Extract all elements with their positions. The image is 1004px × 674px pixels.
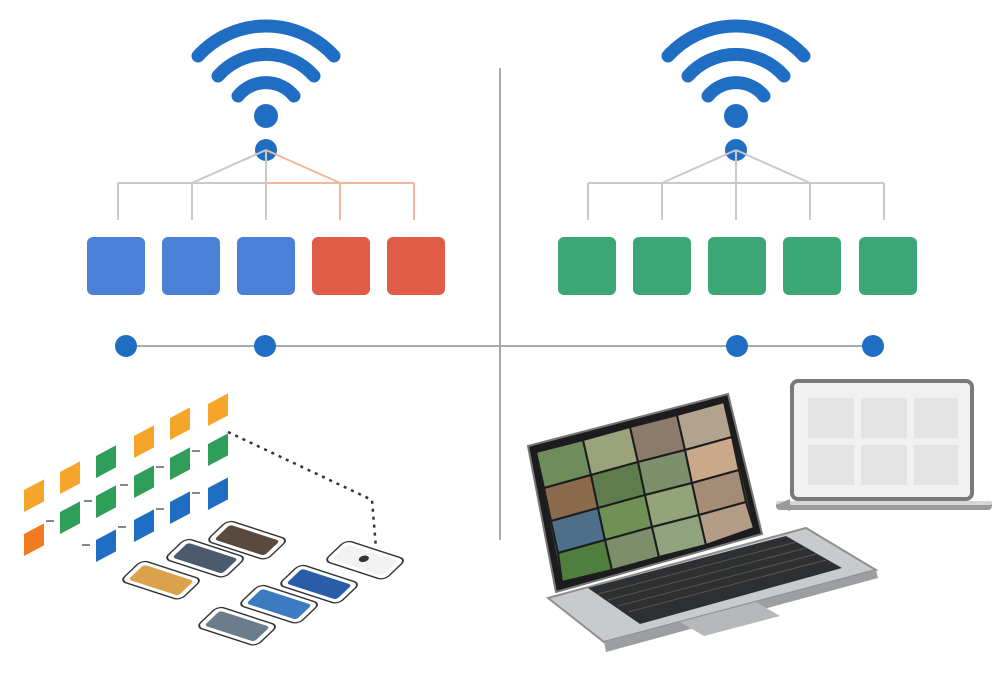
laptop-icon bbox=[526, 392, 879, 652]
timeline-node bbox=[726, 335, 748, 357]
monitor-icon bbox=[776, 379, 992, 510]
block-blue bbox=[237, 237, 295, 295]
phone-card bbox=[280, 564, 358, 604]
right-tree-links bbox=[587, 149, 885, 220]
block-green bbox=[859, 237, 917, 295]
block-green bbox=[708, 237, 766, 295]
phone-card bbox=[240, 584, 318, 624]
timeline-node bbox=[254, 335, 276, 357]
block-green bbox=[558, 237, 616, 295]
timeline-node bbox=[115, 335, 137, 357]
color-tile-grid bbox=[24, 393, 228, 562]
block-red bbox=[387, 237, 445, 295]
block-green bbox=[783, 237, 841, 295]
arrow-link bbox=[776, 499, 790, 511]
video-grid bbox=[534, 400, 756, 584]
timeline-node bbox=[862, 335, 884, 357]
phone-card bbox=[208, 520, 286, 560]
phone-card bbox=[122, 560, 200, 600]
phone-grid-icon bbox=[24, 393, 404, 646]
block-blue bbox=[162, 237, 220, 295]
wifi-icon bbox=[191, 19, 341, 128]
phone-card bbox=[166, 538, 244, 578]
wifi-icon bbox=[661, 19, 811, 128]
block-green bbox=[633, 237, 691, 295]
phone-card bbox=[326, 540, 404, 580]
phone-card bbox=[198, 606, 276, 646]
block-blue bbox=[87, 237, 145, 295]
left-tree-links bbox=[117, 149, 415, 220]
block-red bbox=[312, 237, 370, 295]
